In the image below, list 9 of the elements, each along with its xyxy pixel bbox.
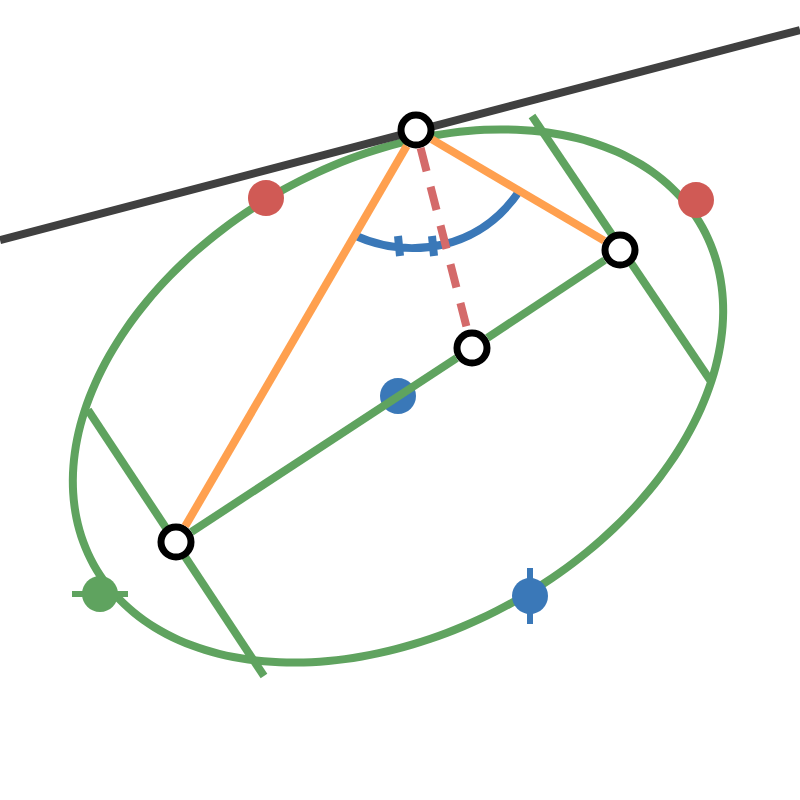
line-segment: [429, 135, 607, 245]
line-segment: [189, 354, 459, 536]
point-marker: [397, 111, 435, 149]
point-marker: [601, 231, 639, 269]
line-segment: [485, 256, 607, 342]
line-segment: [416, 146, 472, 332]
point-marker: [453, 329, 491, 367]
line-segment: [181, 144, 411, 529]
point-marker: [157, 523, 195, 561]
